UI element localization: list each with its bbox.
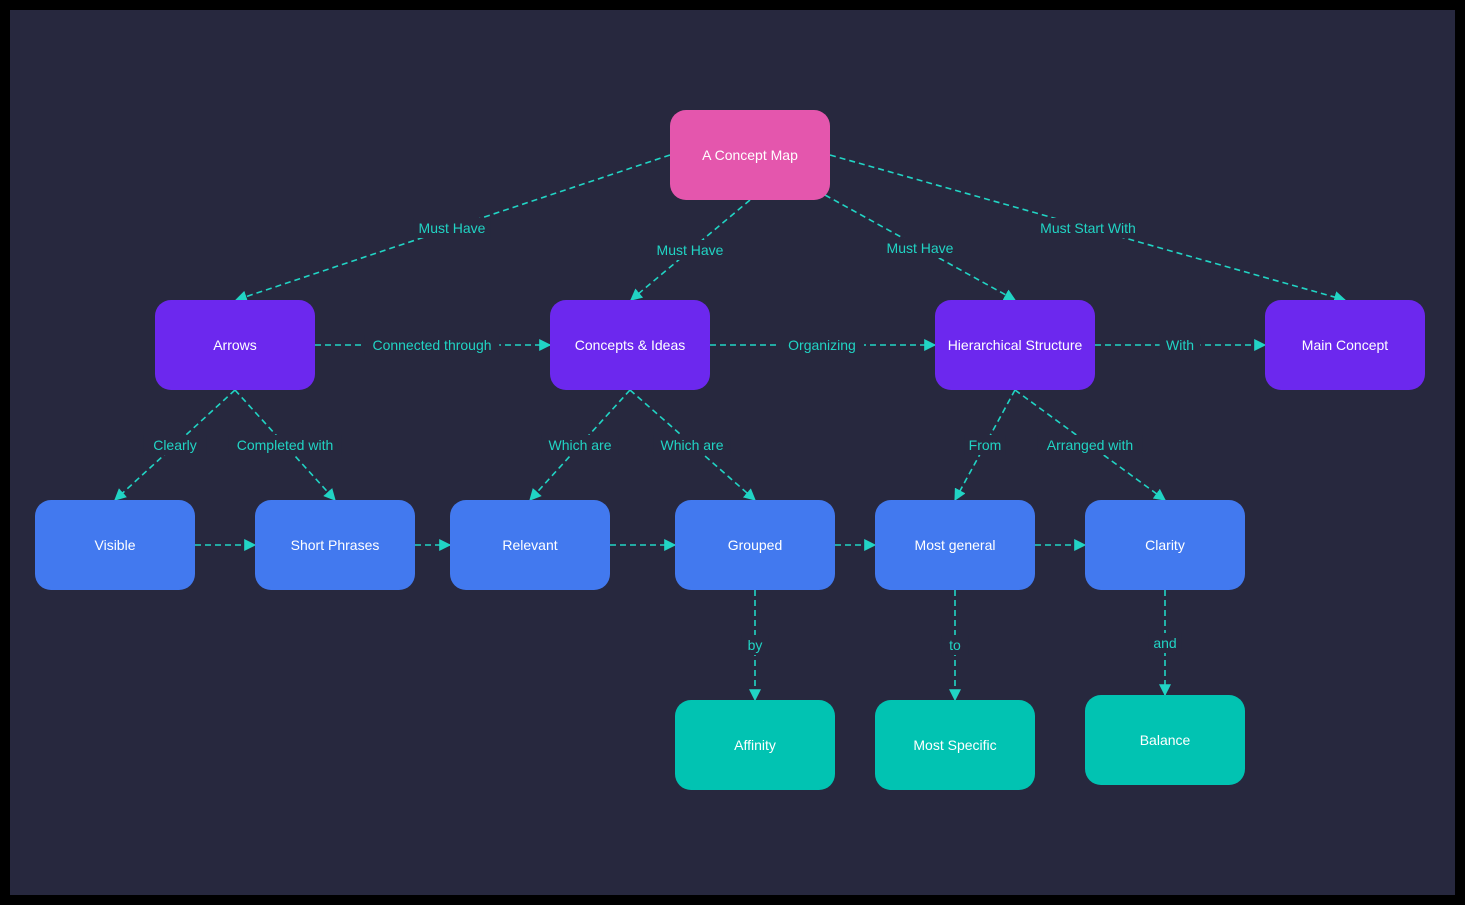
node-main-concept[interactable]: Main Concept <box>1265 300 1425 390</box>
edge-label-concepts-hierarchy: Organizing <box>788 337 856 353</box>
connector-arrow-root-concepts <box>630 199 751 301</box>
node-hierarchical-structure[interactable]: Hierarchical Structure <box>935 300 1095 390</box>
node-concepts-ideas[interactable]: Concepts & Ideas <box>550 300 710 390</box>
edge-label-bg <box>780 335 864 355</box>
edge-label-general-specific: to <box>949 637 961 653</box>
edge-label-bg <box>653 435 731 455</box>
edge-label-root-concepts: Must Have <box>657 242 724 258</box>
edge-label-bg <box>1159 335 1201 355</box>
edge-label-hierarchy-general: From <box>969 437 1002 453</box>
edge-label-root-arrows: Must Have <box>419 220 486 236</box>
edge-label-arrows-short: Completed with <box>237 437 334 453</box>
edge-label-hierarchy-clarity: Arranged with <box>1047 437 1133 453</box>
node-a-concept-map[interactable]: A Concept Map <box>670 110 830 200</box>
edge-label-grouped-affinity: by <box>748 637 763 653</box>
connector-arrow-root-arrows <box>234 154 671 303</box>
node-relevant[interactable]: Relevant <box>450 500 610 590</box>
node-clarity[interactable]: Clarity <box>1085 500 1245 590</box>
edge-label-bg <box>143 435 207 455</box>
node-grouped[interactable]: Grouped <box>675 500 835 590</box>
edge-label-bg <box>541 435 619 455</box>
edge-label-bg <box>413 218 491 238</box>
edge-label-bg <box>941 635 969 655</box>
edge-label-root-main: Must Start With <box>1040 220 1136 236</box>
edge-label-concepts-relevant: Which are <box>548 437 611 453</box>
connector-arrow-root-hierarchy <box>824 194 1017 301</box>
node-visible[interactable]: Visible <box>35 500 195 590</box>
edge-label-arrows-concepts: Connected through <box>372 337 491 353</box>
edge-label-concepts-grouped: Which are <box>660 437 723 453</box>
edge-label-bg <box>364 335 500 355</box>
node-most-general[interactable]: Most general <box>875 500 1035 590</box>
edge-label-bg <box>1037 435 1143 455</box>
node-most-specific[interactable]: Most Specific <box>875 700 1035 790</box>
edge-label-hierarchy-main: With <box>1166 337 1194 353</box>
edge-label-bg <box>1148 633 1182 653</box>
node-short-phrases[interactable]: Short Phrases <box>255 500 415 590</box>
edge-label-bg <box>881 238 959 258</box>
node-balance[interactable]: Balance <box>1085 695 1245 785</box>
edge-label-arrows-visible: Clearly <box>153 437 197 453</box>
edge-label-bg <box>741 635 769 655</box>
edge-label-bg <box>228 435 342 455</box>
edge-label-clarity-balance: and <box>1153 635 1176 651</box>
edge-label-bg <box>964 435 1006 455</box>
node-affinity[interactable]: Affinity <box>675 700 835 790</box>
node-arrows[interactable]: Arrows <box>155 300 315 390</box>
edge-label-bg <box>1028 218 1148 238</box>
edge-label-root-hierarchy: Must Have <box>887 240 954 256</box>
connector-arrow-root-main <box>829 154 1347 303</box>
edge-label-bg <box>651 240 729 260</box>
